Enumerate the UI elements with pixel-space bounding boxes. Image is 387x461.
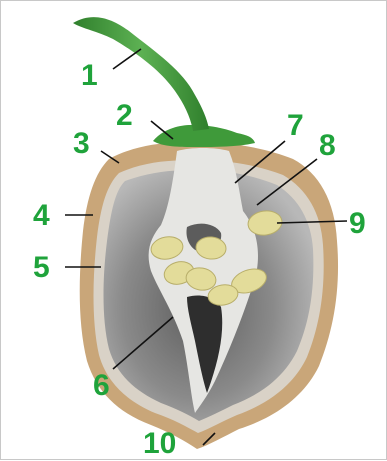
label-5: 5 [33, 251, 50, 284]
label-1: 1 [81, 59, 98, 92]
leader-line-1 [113, 49, 141, 69]
label-9: 9 [349, 207, 366, 240]
label-3: 3 [73, 127, 90, 160]
label-2: 2 [116, 99, 133, 132]
label-6: 6 [93, 369, 110, 402]
label-4: 4 [33, 199, 50, 232]
label-7: 7 [287, 109, 304, 142]
label-8: 8 [319, 129, 336, 162]
label-10: 10 [143, 427, 176, 460]
